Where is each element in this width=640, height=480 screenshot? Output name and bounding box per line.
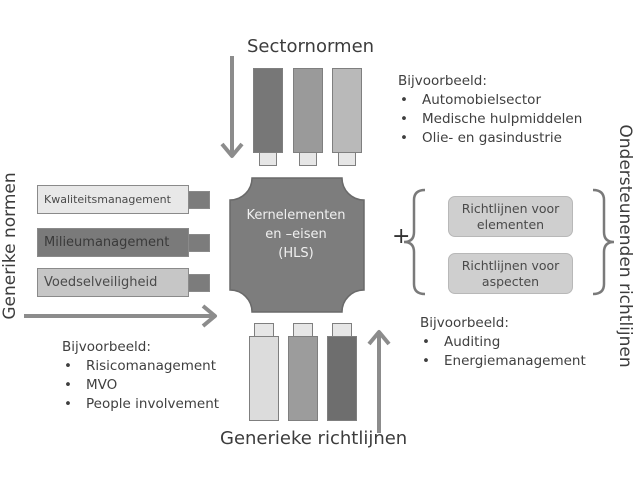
guide-box-line-2: aspecten [481, 273, 540, 289]
generic-guidelines-title: Generieke richtlijnen [220, 428, 408, 449]
core-element-label: Kernelementen en –eisen (HLS) [230, 206, 362, 263]
guideline-bar-nub [332, 323, 352, 337]
sector-norms-title: Sectornormen [247, 36, 375, 57]
example-item: Medische hulpmiddelen [398, 110, 582, 129]
generic-norm-label: Milieumanagement [44, 235, 170, 250]
examples-heading: Bijvoorbeeld: [420, 315, 509, 331]
sector-bar [332, 68, 362, 153]
sector-examples: Bijvoorbeeld: Automobielsector Medische … [398, 72, 582, 148]
generic-norm-bar-nub [188, 234, 210, 252]
sector-bar [253, 68, 283, 153]
example-item: People involvement [62, 395, 219, 414]
guideline-bar-nub [293, 323, 313, 337]
example-item: Auditing [420, 333, 586, 352]
up-arrow-icon [367, 330, 391, 433]
example-item: Risicomanagement [62, 357, 219, 376]
guide-box-line-1: Richtlijnen voor [461, 200, 560, 216]
guideline-bar-nub [254, 323, 274, 337]
core-line-3: (HLS) [278, 246, 314, 261]
core-element-shape [229, 177, 365, 313]
guideline-bar [249, 336, 279, 421]
example-item: Energiemanagement [420, 352, 586, 371]
generic-guideline-examples: Bijvoorbeeld: Risicomanagement MVO Peopl… [62, 338, 219, 414]
sector-bar-nub [299, 152, 317, 166]
generic-norm-bar-nub [188, 274, 210, 292]
generic-norm-bar: Milieumanagement [37, 228, 189, 257]
down-arrow-icon [220, 56, 244, 158]
core-line-2: en –eisen [265, 227, 327, 242]
guide-box-elements: Richtlijnen voor elementen [448, 196, 573, 237]
right-arrow-icon [24, 304, 217, 328]
generic-norm-label: Voedselveiligheid [44, 275, 158, 290]
examples-heading: Bijvoorbeeld: [398, 73, 487, 89]
supporting-guidelines-title: Ondersteunenden richtlijnen [615, 124, 635, 368]
example-item: MVO [62, 376, 219, 395]
guide-box-aspects: Richtlijnen voor aspecten [448, 253, 573, 294]
core-line-1: Kernelementen [246, 208, 346, 223]
sector-bar [293, 68, 323, 153]
guide-box-line-2: elementen [476, 216, 545, 232]
generic-norm-bar: Voedselveiligheid [37, 268, 189, 297]
guideline-bar [327, 336, 357, 421]
example-item: Olie- en gasindustrie [398, 129, 582, 148]
generic-norm-bar: Kwaliteitsmanagement [37, 185, 189, 214]
guide-box-line-1: Richtlijnen voor [461, 257, 560, 273]
left-brace-icon [403, 188, 426, 296]
example-item: Automobielsector [398, 91, 582, 110]
examples-heading: Bijvoorbeeld: [62, 339, 151, 355]
sector-bar-nub [259, 152, 277, 166]
generic-norm-bar-nub [188, 191, 210, 209]
generic-norm-label: Kwaliteitsmanagement [44, 193, 171, 206]
supporting-examples: Bijvoorbeeld: Auditing Energiemanagement [420, 314, 586, 371]
sector-bar-nub [338, 152, 356, 166]
right-brace-icon [592, 188, 615, 296]
plus-icon: + [392, 224, 411, 249]
generic-norms-title: Generike normen [0, 172, 20, 320]
guideline-bar [288, 336, 318, 421]
